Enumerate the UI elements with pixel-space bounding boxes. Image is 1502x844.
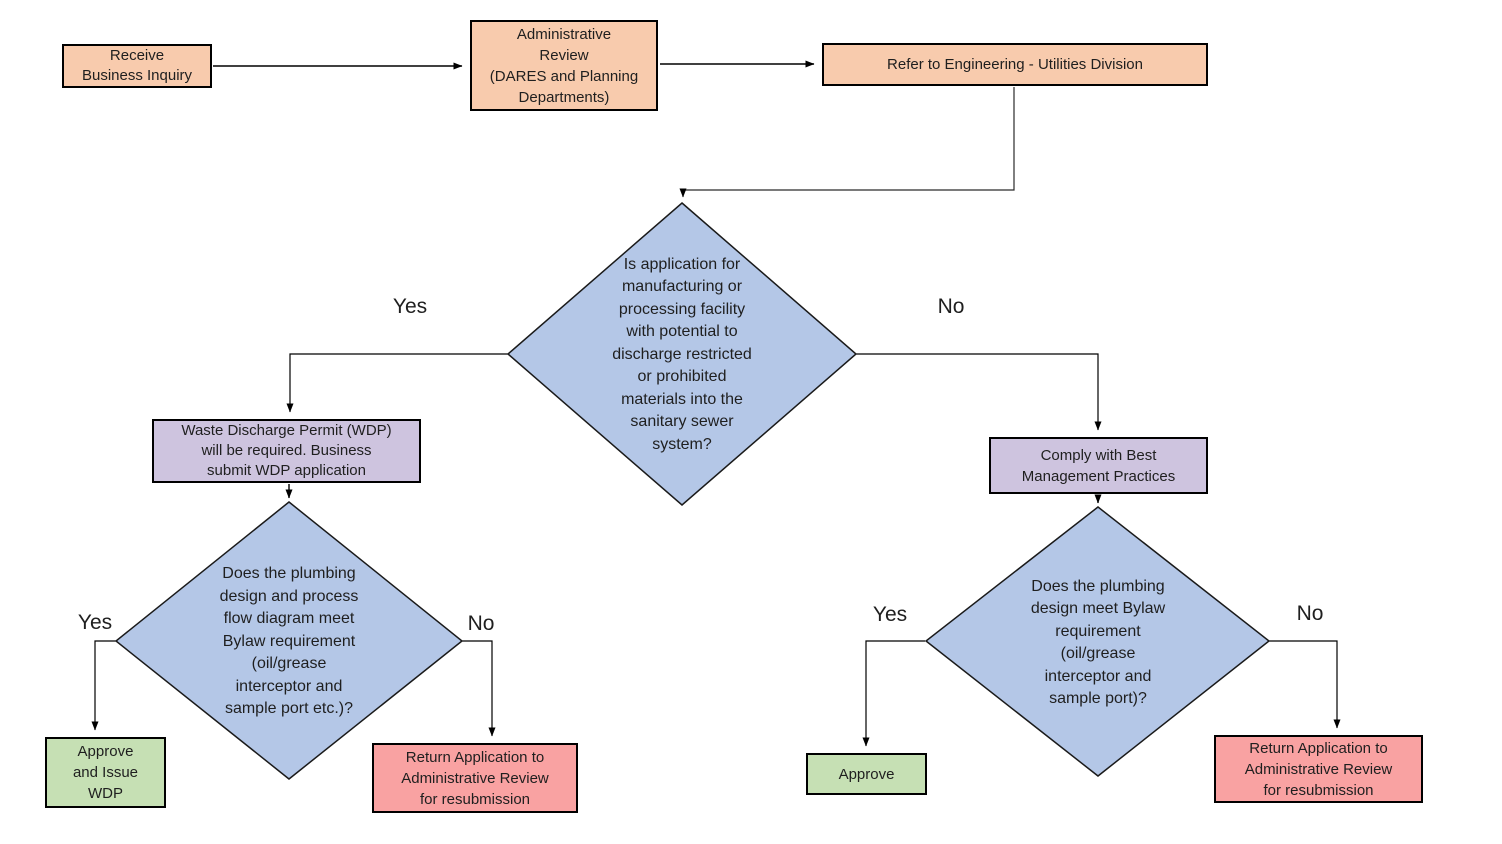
node-receive-business-inquiry: Receive Business Inquiry: [62, 44, 212, 88]
connector-left-yes: [91, 640, 118, 731]
connector-right-no: [1269, 640, 1341, 729]
decision-diamond-right: [924, 506, 1271, 777]
node-return-application-right: Return Application to Administrative Rev…: [1214, 735, 1423, 803]
edge-label-left-no: No: [467, 612, 495, 635]
edge-label-right-no: No: [1296, 602, 1324, 625]
connector-refer-to-central-decision: [679, 87, 1015, 198]
node-return-application-left: Return Application to Administrative Rev…: [372, 743, 578, 813]
edge-label-left-yes: Yes: [77, 611, 113, 634]
node-wdp-required: Waste Discharge Permit (WDP) will be req…: [152, 419, 421, 483]
decision-diamond-central: [506, 202, 858, 506]
edge-label-right-yes: Yes: [872, 603, 908, 626]
connector-left-no: [461, 640, 496, 737]
node-refer-to-engineering: Refer to Engineering - Utilities Divisio…: [822, 43, 1208, 86]
node-approve-and-issue-wdp: Approve and Issue WDP: [45, 737, 166, 808]
edge-label-central-yes: Yes: [392, 295, 428, 318]
node-approve: Approve: [806, 753, 927, 795]
node-comply-best-management-practices: Comply with Best Management Practices: [989, 437, 1208, 494]
connector-central-yes: [286, 353, 508, 413]
node-administrative-review: Administrative Review (DARES and Plannin…: [470, 20, 658, 111]
connector-central-no: [856, 353, 1102, 431]
decision-diamond-left: [114, 501, 464, 780]
edge-label-central-no: No: [937, 295, 965, 318]
connector-right-yes: [862, 640, 925, 747]
